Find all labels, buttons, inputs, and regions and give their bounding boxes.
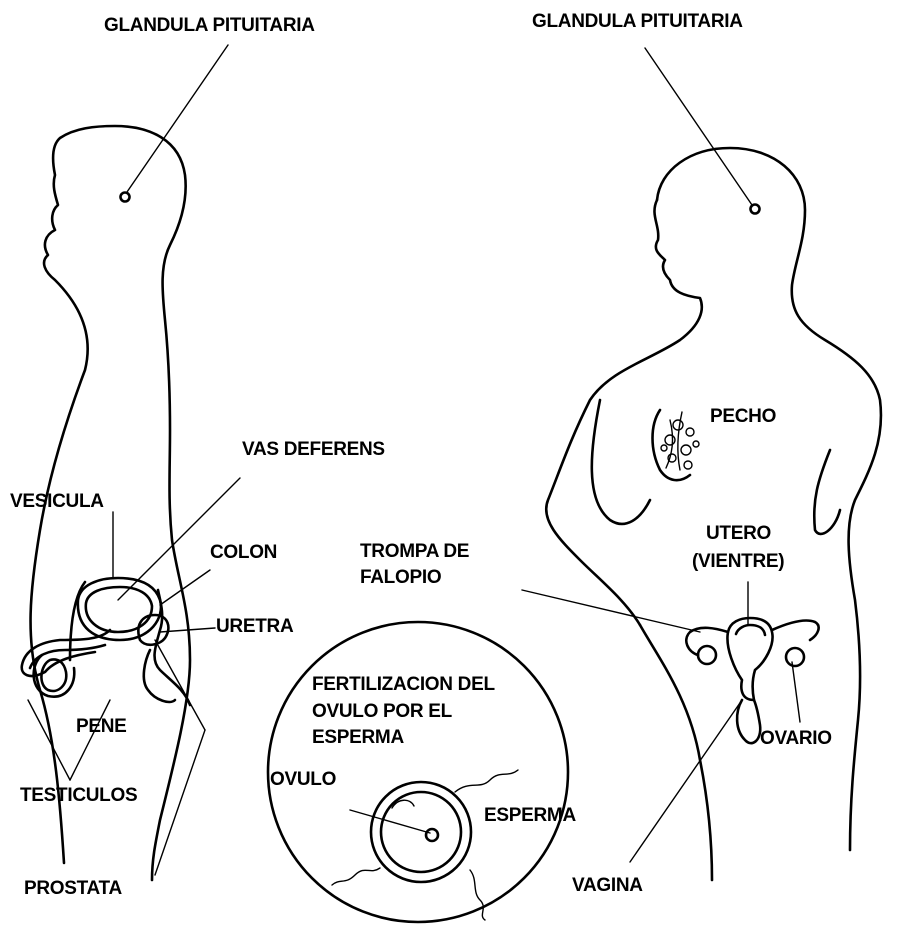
leader-pituitary-female xyxy=(645,48,752,205)
female-uterus xyxy=(727,618,772,700)
female-left-arm xyxy=(592,400,650,524)
label-vesicula: VESICULA xyxy=(10,490,104,514)
mammary-glands xyxy=(661,412,699,470)
male-bladder-inner xyxy=(86,587,152,632)
label-ovulo: OVULO xyxy=(270,768,336,792)
label-ovario: OVARIO xyxy=(760,727,832,751)
female-pituitary-dot xyxy=(751,205,760,214)
label-prostata: PROSTATA xyxy=(24,877,122,901)
label-vas-deferens: VAS DEFERENS xyxy=(242,438,385,462)
ovum-outer xyxy=(371,782,471,882)
sperm-tail-1 xyxy=(455,770,518,792)
male-pituitary-dot xyxy=(121,193,130,202)
label-utero: UTERO xyxy=(706,522,771,546)
leader-trompa xyxy=(522,590,700,632)
leader-testiculos-a xyxy=(28,700,70,780)
ovum-nucleus xyxy=(426,829,438,841)
female-vagina xyxy=(737,700,760,743)
leader-prostata-b xyxy=(155,640,205,730)
male-rectum xyxy=(144,650,175,702)
male-figure xyxy=(22,45,240,880)
female-face xyxy=(546,200,702,625)
label-falopio: FALOPIO xyxy=(360,566,441,590)
leader-prostata-a xyxy=(155,730,205,875)
label-colon: COLON xyxy=(210,541,277,565)
leader-ovario xyxy=(792,662,800,722)
label-vientre: (VIENTRE) xyxy=(692,550,784,574)
leader-ovulo xyxy=(350,810,430,833)
male-prostate xyxy=(138,615,168,645)
label-testiculos: TESTICULOS xyxy=(20,784,137,808)
label-pituitary-female: GLANDULA PITUITARIA xyxy=(532,10,743,34)
label-trompa: TROMPA DE xyxy=(360,540,469,564)
female-right-arm xyxy=(814,450,840,534)
label-fertilizacion-3: ESPERMA xyxy=(312,726,404,750)
ovum-inner xyxy=(381,792,461,872)
label-vagina: VAGINA xyxy=(572,874,643,898)
sperm-tail-2 xyxy=(332,868,380,885)
label-pecho: PECHO xyxy=(710,405,776,429)
label-fertilizacion-2: OVULO POR EL xyxy=(312,700,452,724)
leader-testiculos-b xyxy=(70,700,110,780)
label-pene: PENE xyxy=(76,715,127,739)
label-esperma: ESPERMA xyxy=(484,804,576,828)
leader-pituitary-male xyxy=(127,45,228,192)
ovary-right xyxy=(786,648,804,666)
label-pituitary-male: GLANDULA PITUITARIA xyxy=(104,14,315,38)
female-uterus-inner xyxy=(736,625,765,635)
label-fertilizacion-1: FERTILIZACION DEL xyxy=(312,673,495,697)
fallopian-tube-right xyxy=(772,620,819,640)
ovary-left xyxy=(698,646,716,664)
female-figure xyxy=(522,48,881,880)
leader-vagina xyxy=(630,700,742,862)
label-uretra: URETRA xyxy=(216,615,293,639)
fallopian-tube-left xyxy=(686,628,728,655)
